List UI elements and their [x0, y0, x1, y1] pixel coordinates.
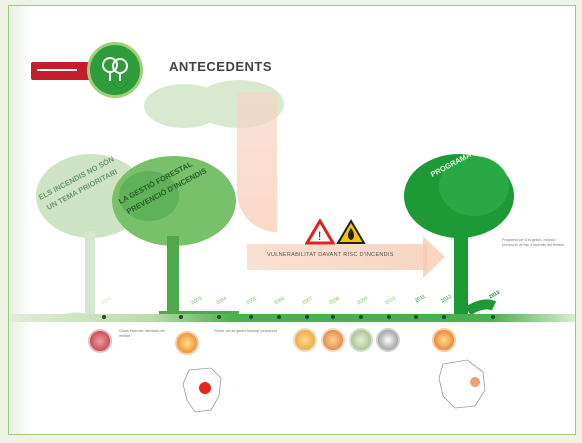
year-label: 2005 [245, 295, 258, 307]
event-6-icon [376, 328, 400, 352]
year-label: 2010 [384, 295, 397, 307]
event-1-desc: Grans incendis: afectació del territori [119, 329, 166, 338]
arrow-head [423, 236, 445, 278]
page-title: ANTECEDENTS [169, 59, 273, 74]
tree-3 [404, 154, 514, 316]
map-icon [182, 367, 222, 413]
event-7-icon [432, 328, 456, 352]
year-label: 2007 [301, 295, 314, 307]
event-3-icon [293, 328, 317, 352]
timeline-dot [217, 315, 221, 319]
timeline-dot [102, 315, 106, 319]
year-label: 2008 [328, 295, 341, 307]
timeline-dot [442, 315, 446, 319]
curved-arrow-band [237, 92, 277, 232]
forest-logo [87, 42, 143, 98]
map-icon [438, 359, 486, 409]
arrow-shaft [247, 244, 427, 270]
antecedents-infographic: ANTECEDENTS VULNERABILITAT DAVANT RISC D… [8, 5, 576, 435]
timeline-dot [179, 315, 183, 319]
event-4-icon [321, 328, 345, 352]
timeline-dot [491, 315, 495, 319]
timeline-dot [249, 315, 253, 319]
timeline-dot [305, 315, 309, 319]
left-shadow [9, 6, 31, 434]
timeline-bar [9, 314, 575, 322]
year-label: 2006 [273, 295, 286, 307]
fire-hazard-icon [336, 219, 366, 244]
timeline-dot [331, 315, 335, 319]
timeline-dot [414, 315, 418, 319]
event-2-desc: Primer pla de gestió forestal i prevenci… [214, 329, 278, 333]
year-label: 2009 [356, 295, 369, 307]
svg-text:!: ! [318, 229, 321, 243]
event-5-icon [349, 328, 373, 352]
timeline-dot [387, 315, 391, 319]
warning-icon: ! [305, 219, 335, 245]
red-institution-logo [31, 62, 101, 80]
event-2-icon [175, 331, 199, 355]
arrow-label: VULNERABILITAT DAVANT RISC D'INCENDIS [267, 252, 394, 258]
timeline-dot [277, 315, 281, 319]
timeline-dot [359, 315, 363, 319]
tree-3-description: Programa per a la gestió, millora i prev… [502, 238, 566, 247]
trees-icon [102, 57, 128, 81]
event-1-icon [88, 329, 112, 353]
